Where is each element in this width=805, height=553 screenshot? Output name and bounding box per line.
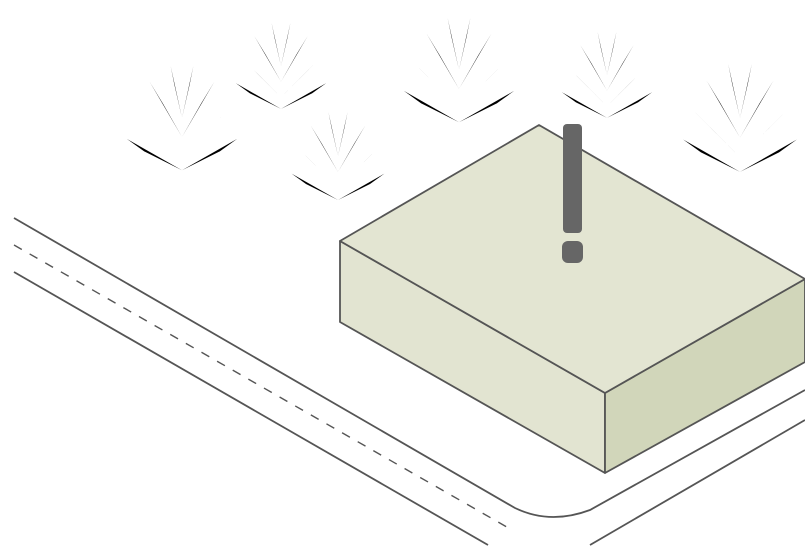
tree-3 [285,101,391,232]
tree-2 [229,12,333,141]
alert-mark-bar [563,124,582,233]
alert-mark: ! [562,124,583,263]
road-edge-inner [13,271,489,546]
alert-mark-dot [562,241,583,263]
road [13,217,805,546]
road-center-line [13,244,513,531]
road-edge-right [589,419,805,546]
road-edge-outer [13,217,805,518]
tree-1 [119,53,245,209]
tree-4 [396,5,522,161]
tree-6 [675,51,805,212]
